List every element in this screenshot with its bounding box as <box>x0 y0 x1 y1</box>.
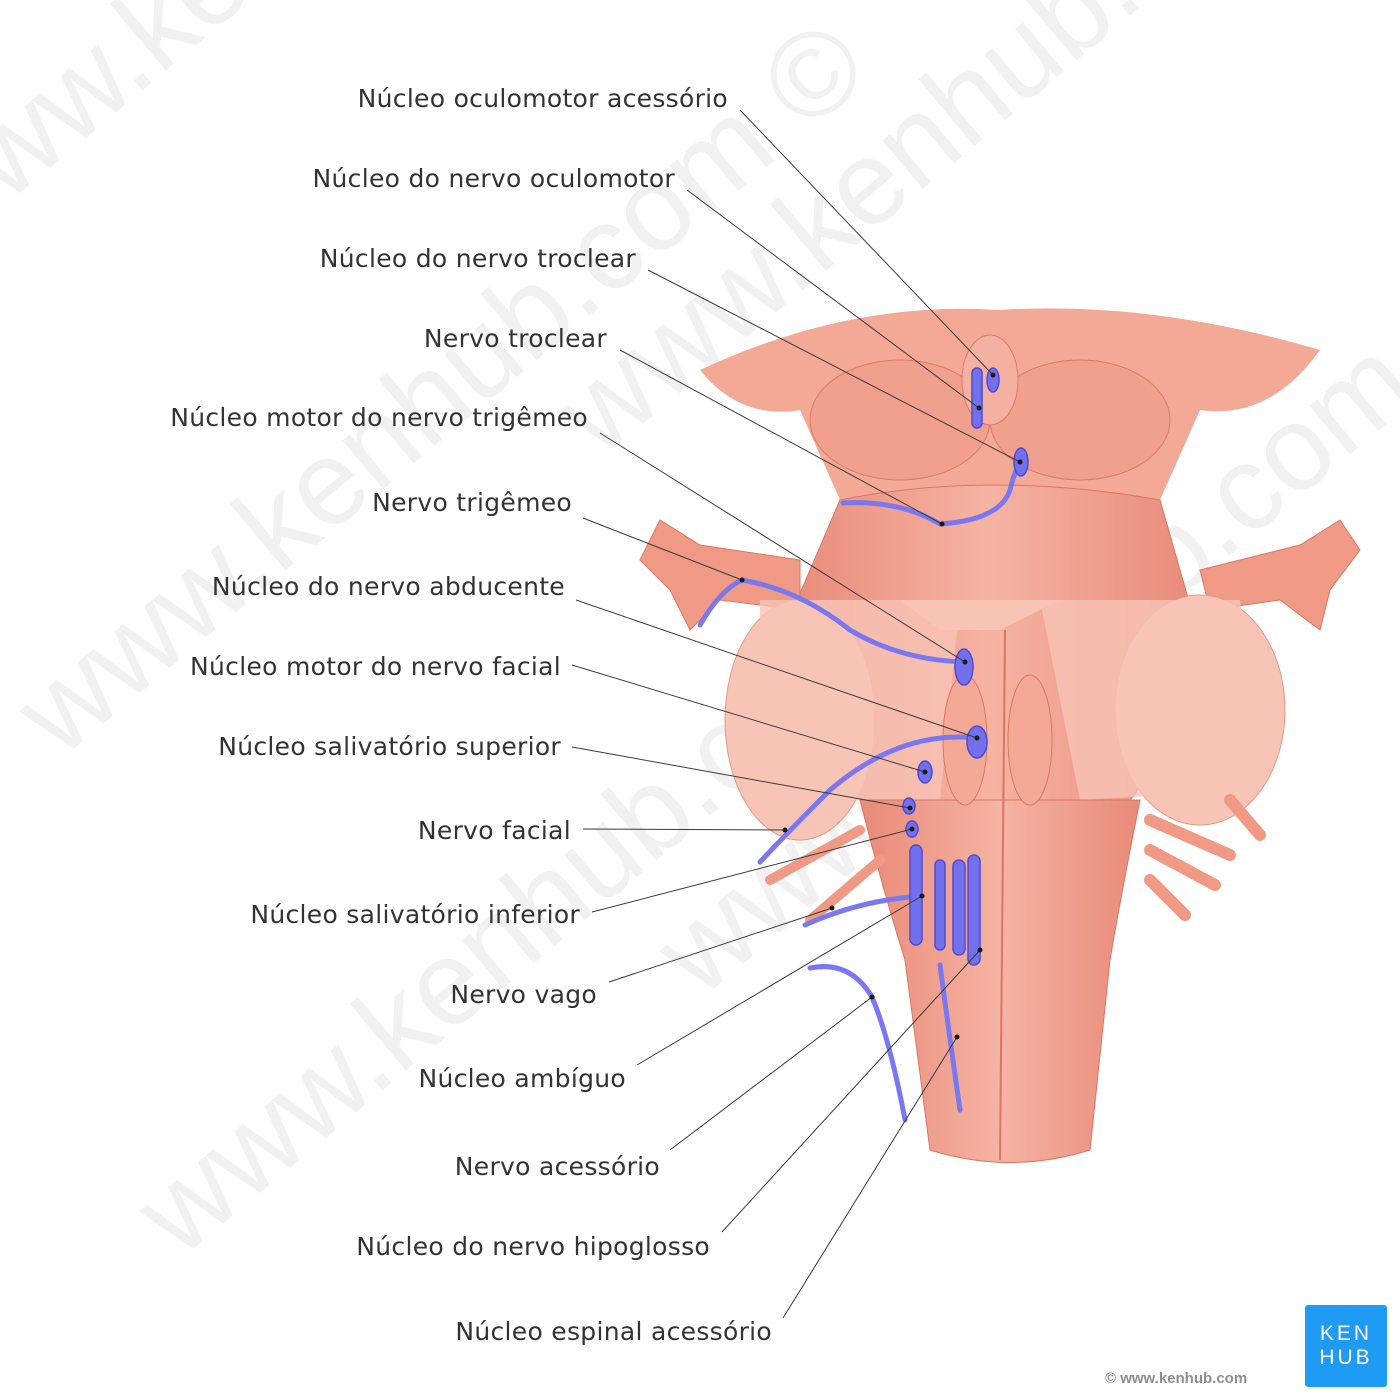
label-nucleo-motor-facial: Núcleo motor do nervo facial <box>190 652 561 681</box>
labels: Núcleo oculomotor acessório Núcleo do ne… <box>170 84 772 1346</box>
brainstem-illustration <box>639 308 1361 1163</box>
label-nervo-trigemeo: Nervo trigêmeo <box>372 488 572 517</box>
label-nucleo-oculomotor-acessorio: Núcleo oculomotor acessório <box>358 84 728 113</box>
label-nervo-acessorio: Nervo acessório <box>455 1152 660 1181</box>
label-nucleo-nervo-oculomotor: Núcleo do nervo oculomotor <box>313 164 676 193</box>
label-nervo-vago: Nervo vago <box>450 980 597 1009</box>
label-nervo-facial: Nervo facial <box>418 816 571 845</box>
label-nucleo-hipoglosso: Núcleo do nervo hipoglosso <box>356 1232 710 1261</box>
logo-line-2: HUB <box>1319 1346 1373 1369</box>
leader-lines <box>571 109 1023 1319</box>
kenhub-logo: KEN HUB <box>1305 1305 1387 1387</box>
label-nucleo-salivatorio-superior: Núcleo salivatório superior <box>218 732 561 761</box>
label-nervo-troclear: Nervo troclear <box>424 324 608 353</box>
copyright-text: © www.kenhub.com <box>1105 1370 1248 1387</box>
label-nucleo-motor-trigemeo: Núcleo motor do nervo trigêmeo <box>170 403 588 432</box>
label-nucleo-salivatorio-inferior: Núcleo salivatório inferior <box>250 900 580 929</box>
label-nucleo-ambiguo: Núcleo ambíguo <box>418 1064 626 1093</box>
label-nucleo-espinal-acessorio: Núcleo espinal acessório <box>455 1317 772 1346</box>
logo-line-1: KEN <box>1319 1322 1373 1345</box>
label-nucleo-abducente: Núcleo do nervo abducente <box>212 572 565 601</box>
label-nucleo-nervo-troclear: Núcleo do nervo troclear <box>320 244 637 273</box>
